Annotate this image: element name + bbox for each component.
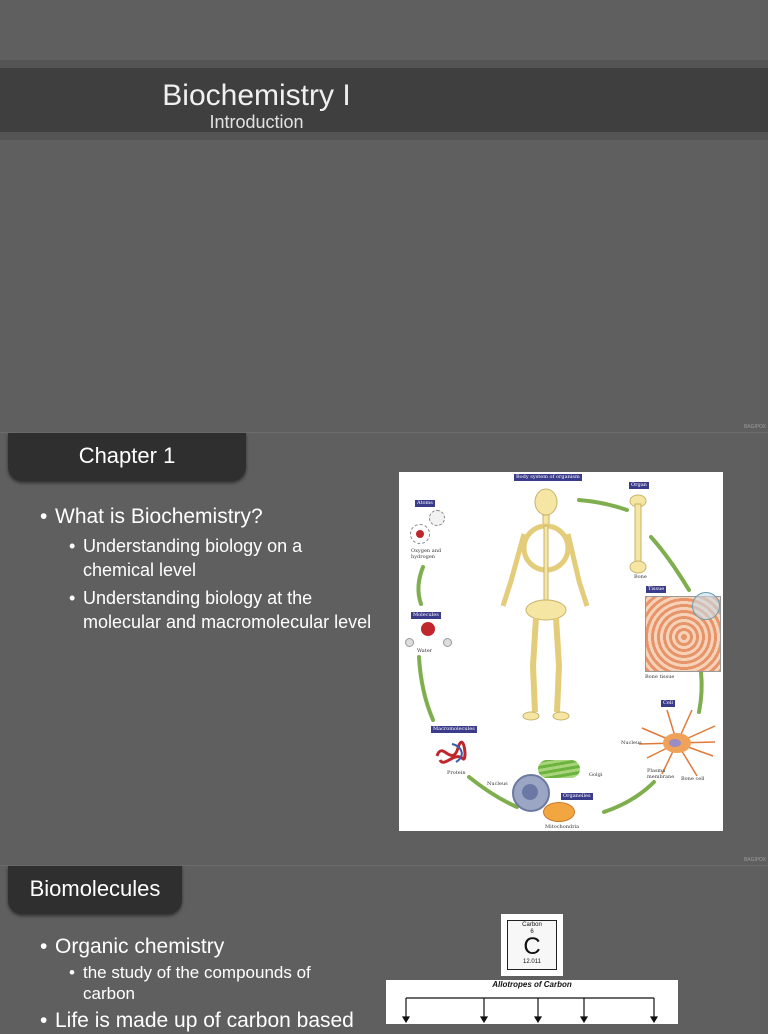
tag-cell: Cell xyxy=(661,700,675,707)
allotropes-title: Allotropes of Carbon xyxy=(492,980,572,989)
caption-water: Water xyxy=(417,648,433,654)
slide-subtitle-text: Introduction xyxy=(209,112,304,132)
caption-bone: Bone xyxy=(634,574,647,580)
slide-divider xyxy=(0,432,768,433)
hydrogen-atom-right xyxy=(443,638,452,647)
tag-atoms: Atoms xyxy=(415,500,435,507)
caption-bone-cell: Bone cell xyxy=(681,776,705,782)
cycle-arrows xyxy=(416,498,704,814)
watermark-2: BAGIPOX xyxy=(743,857,766,863)
tag-tissue: Tissue xyxy=(646,586,667,593)
caption-mitochondria: Mitochondria xyxy=(545,824,580,830)
title-band-inner: Biochemistry I Introduction xyxy=(0,68,768,132)
caption-bone-tissue: Bone tissue xyxy=(645,674,675,680)
allotropes-tree-arrows xyxy=(401,997,659,1024)
biomolecules-header-label: Biomolecules xyxy=(29,876,161,901)
slide-title: Biochemistry I Introduction BAGIPOX xyxy=(0,0,768,432)
tag-molecules: Molecules xyxy=(411,612,441,619)
bone-cell-icon xyxy=(638,709,716,777)
carbon-element-tile: Carbon 6 C 12.011 xyxy=(501,914,563,976)
magnifier-icon xyxy=(692,592,720,620)
caption-nucleus-cell: Nucleus xyxy=(621,740,642,746)
slide-title-text: Biochemistry I xyxy=(162,79,351,112)
protein-icon xyxy=(435,740,467,764)
tag-organelles: Organelles xyxy=(561,793,593,800)
tag-macromolecules: Macromolecules xyxy=(431,726,477,733)
mitochondria-icon xyxy=(543,802,575,822)
bullet-organic-chemistry: Organic chemistry xyxy=(40,934,375,960)
carbon-symbol: C xyxy=(523,933,541,960)
chapter-bullets: What is Biochemistry? Understanding biol… xyxy=(40,504,375,638)
chapter-header-label: Chapter 1 xyxy=(78,443,176,468)
water-molecule-icon xyxy=(421,622,435,636)
nucleus-organelle-icon xyxy=(512,774,550,812)
bone-icon xyxy=(629,494,647,574)
bullet-main: What is Biochemistry? xyxy=(40,504,375,530)
hydrogen-atom-left xyxy=(405,638,414,647)
atom-oxygen-icon xyxy=(410,524,430,544)
carbon-name: Carbon xyxy=(522,922,542,928)
sub-bullet-carbon-compounds: the study of the compounds of carbon xyxy=(69,962,348,1004)
biomolecules-bullets: Organic chemistry the study of the compo… xyxy=(40,934,375,1034)
caption-nucleus-organelle: Nucleus xyxy=(487,781,508,787)
skeleton-icon xyxy=(500,488,590,721)
caption-protein: Protein xyxy=(447,770,466,776)
caption-oxygen-hydrogen: Oxygen and hydrogen xyxy=(411,548,442,560)
biomolecules-header: Biomolecules xyxy=(8,866,182,914)
carbon-number: 6 xyxy=(530,929,534,935)
carbon-element-box: Carbon 6 C 12.011 xyxy=(507,920,557,970)
chapter-header: Chapter 1 xyxy=(8,433,246,481)
sub-bullet-2: Understanding biology at the molecular a… xyxy=(69,586,375,634)
carbon-mass: 12.011 xyxy=(523,959,541,965)
levels-of-organization-figure: Body system of organism Atoms Molecules … xyxy=(399,472,723,831)
atom-hydrogen-icon xyxy=(429,510,445,526)
tag-body-system: Body system of organism xyxy=(514,474,582,481)
sub-bullet-1: Understanding biology on a chemical leve… xyxy=(69,534,375,582)
caption-golgi: Golgi xyxy=(589,772,603,778)
slide-divider-2 xyxy=(0,865,768,866)
caption-plasma-membrane: Plasma membrane xyxy=(647,768,675,780)
allotropes-diagram: Allotropes of Carbon xyxy=(386,980,678,1024)
bullet-life-carbon: Life is made up of carbon based xyxy=(40,1008,375,1034)
golgi-icon xyxy=(538,760,580,778)
title-band: Biochemistry I Introduction xyxy=(0,60,768,140)
watermark: BAGIPOX xyxy=(743,424,766,430)
tag-organ: Organ xyxy=(629,482,649,489)
